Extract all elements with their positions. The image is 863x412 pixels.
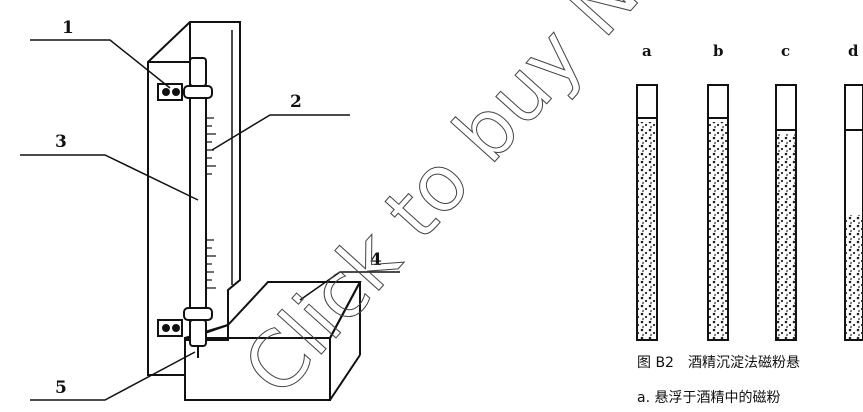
tube-b	[707, 84, 729, 341]
tube-d	[844, 84, 863, 341]
tube-label-c: c	[781, 42, 791, 60]
part-label-1: 1	[62, 18, 74, 38]
clamp-top	[157, 83, 183, 101]
tube-label-d: d	[848, 42, 859, 60]
tube-c	[775, 84, 797, 341]
part-label-2: 2	[290, 92, 302, 112]
tube-label-b: b	[713, 42, 724, 60]
caption-item-a: a. 悬浮于酒精中的磁粉	[637, 390, 781, 406]
tube-scale-marks	[206, 117, 216, 289]
tube-a	[636, 84, 658, 341]
leader-lines	[20, 39, 400, 401]
tube-label-a: a	[642, 42, 652, 60]
figure-caption: 图 B2 酒精沉淀法磁粉悬	[637, 355, 800, 371]
part-label-5: 5	[55, 378, 67, 398]
clamp-bottom	[157, 319, 183, 337]
part-label-3: 3	[55, 132, 67, 152]
graduated-tube	[183, 57, 213, 358]
part-label-4: 4	[370, 250, 382, 270]
